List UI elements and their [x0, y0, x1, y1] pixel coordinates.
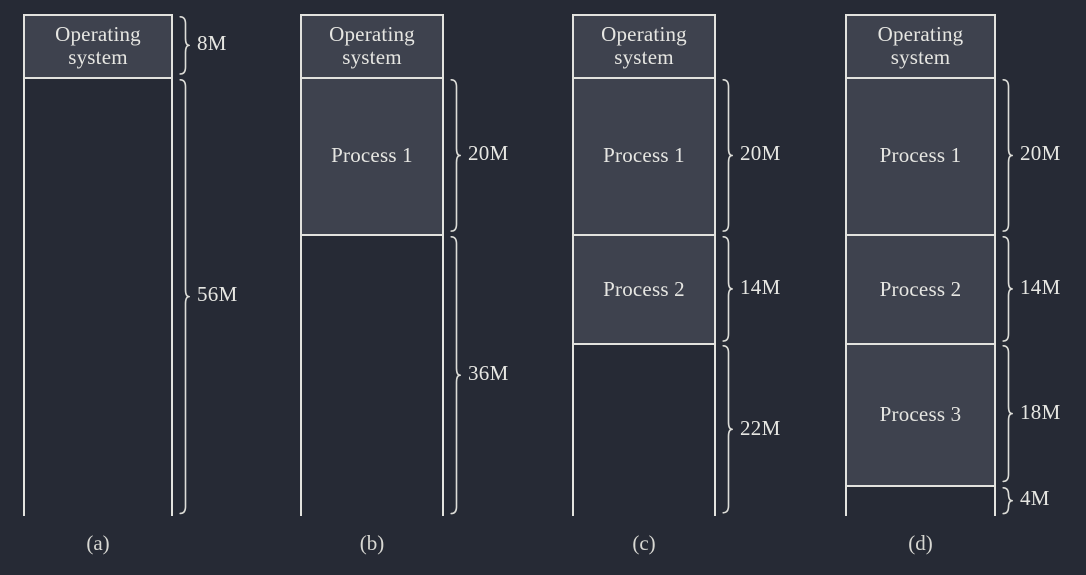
panel-d-block-process-2: Process 2 — [847, 235, 994, 346]
panel-d-block-process-1: Process 1 — [847, 78, 994, 236]
panel-c-block-process-1: Process 1 — [574, 78, 714, 236]
measure-brace-icon — [450, 78, 461, 232]
panel-b-block-free-space — [302, 235, 442, 518]
panel-d-measure-process-1: 20M — [1002, 78, 1086, 232]
panel-c-measure-free-space: 22M — [722, 345, 812, 514]
panel-d-measure-process-1-label: 20M — [1020, 141, 1061, 166]
measure-brace-icon — [1002, 78, 1013, 232]
panel-d-caption: (d) — [908, 531, 933, 555]
panel-b-measure-free-space: 36M — [450, 235, 540, 514]
panel-d-measure-process-2-label: 14M — [1020, 274, 1061, 299]
measure-brace-icon — [722, 235, 733, 342]
panel-b-measure-free-space-label: 36M — [468, 360, 509, 385]
panel-d-block-free-space — [847, 486, 994, 518]
measure-brace-icon — [450, 235, 461, 514]
measure-brace-icon — [1002, 235, 1013, 342]
panel-c-block-free-space — [574, 345, 714, 518]
panel-d-block-process-3: Process 3 — [847, 345, 994, 487]
panel-a-memory-column: Operating system — [23, 14, 173, 518]
measure-brace-icon — [1002, 486, 1013, 514]
panel-c-block-process-1-label: Process 1 — [603, 143, 685, 168]
panel-a-block-free-space — [25, 78, 171, 518]
panel-b-block-operating-system: Operating system — [302, 16, 442, 79]
measure-brace-icon — [1002, 345, 1013, 483]
panel-d-block-operating-system: Operating system — [847, 16, 994, 79]
panel-c-block-operating-system-label: Operating system — [601, 21, 687, 70]
panel-a-caption: (a) — [86, 531, 110, 555]
panel-a-measure-free-space-label: 56M — [197, 282, 238, 307]
measure-brace-icon — [179, 16, 190, 75]
panel-d-measure-process-2: 14M — [1002, 235, 1086, 342]
measure-brace-icon — [722, 78, 733, 232]
panel-b-block-operating-system-label: Operating system — [329, 21, 415, 70]
panel-d-measure-free-space: 4M — [1002, 486, 1086, 514]
measure-brace-icon — [722, 345, 733, 514]
panel-b-measure-process-1-label: 20M — [468, 141, 509, 166]
panel-c-block-process-2-label: Process 2 — [603, 276, 685, 301]
measure-brace-icon — [179, 78, 190, 514]
panel-d-block-process-2-label: Process 2 — [879, 276, 962, 301]
panel-c-block-process-2: Process 2 — [574, 235, 714, 346]
panel-d-block-process-1-label: Process 1 — [879, 143, 962, 168]
panel-d-measure-free-space-label: 4M — [1020, 486, 1050, 511]
panel-a-measure-free-space: 56M — [179, 78, 269, 514]
panel-b-measure-process-1: 20M — [450, 78, 540, 232]
panel-d-measure-process-3: 18M — [1002, 345, 1086, 483]
panel-c-measure-process-1-label: 20M — [740, 141, 781, 166]
panel-a-block-operating-system-label: Operating system — [55, 21, 141, 70]
panel-b-caption: (b) — [359, 531, 385, 555]
panel-c-measure-free-space-label: 22M — [740, 415, 781, 440]
panel-d-block-process-3-label: Process 3 — [879, 402, 962, 427]
panel-d-measure-process-3-label: 18M — [1020, 400, 1061, 425]
panel-c-caption: (c) — [632, 531, 656, 555]
panel-c-measure-process-2-label: 14M — [740, 274, 781, 299]
panel-c-measure-process-2: 14M — [722, 235, 812, 342]
panel-b-block-process-1-label: Process 1 — [331, 143, 413, 168]
panel-a-block-operating-system: Operating system — [25, 16, 171, 79]
panel-b-block-process-1: Process 1 — [302, 78, 442, 236]
panel-c-measure-process-1: 20M — [722, 78, 812, 232]
panel-d-block-operating-system-label: Operating system — [877, 21, 964, 70]
panel-a-measure-operating-system: 8M — [179, 16, 269, 75]
panel-a-measure-operating-system-label: 8M — [197, 31, 227, 56]
panel-c-block-operating-system: Operating system — [574, 16, 714, 79]
